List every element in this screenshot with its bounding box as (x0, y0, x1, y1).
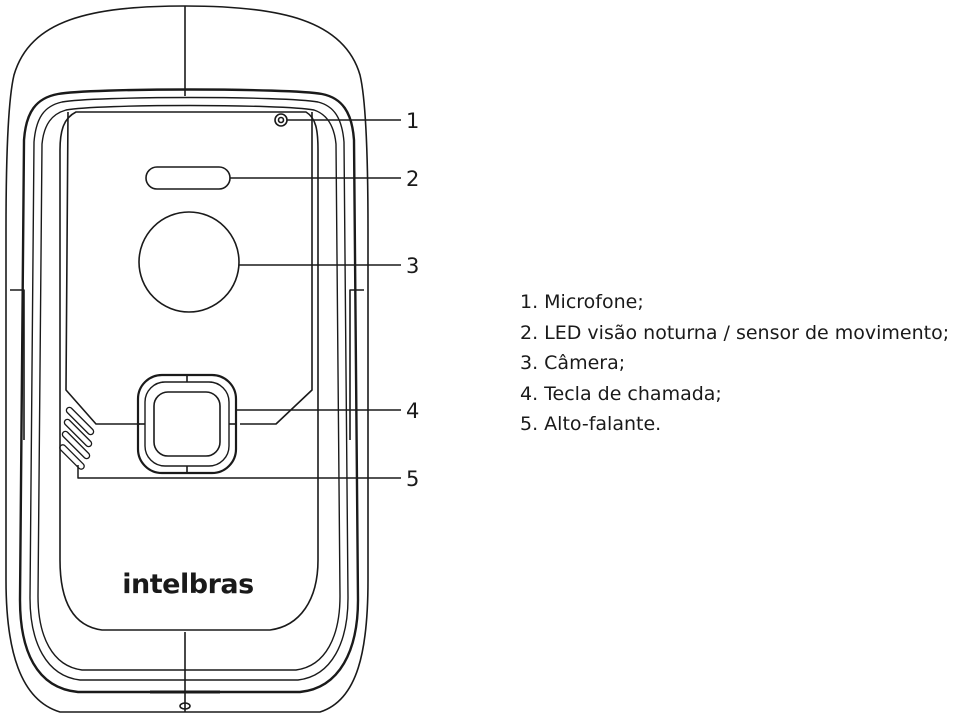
outer-housing (5, 5, 369, 713)
parts-legend: 1. Microfone; 2. LED visão noturna / sen… (520, 287, 949, 440)
brand-logo: intelbras (122, 569, 253, 600)
callout-2: 2 (406, 167, 419, 191)
camera-lens (138, 211, 240, 313)
speaker-grille (59, 406, 95, 470)
front-frame (18, 88, 360, 694)
callout-1: 1 (406, 109, 419, 133)
led-motion-sensor (145, 166, 231, 190)
legend-item-camera: 3. Câmera; (520, 352, 626, 374)
leader-lines (77, 119, 401, 479)
legend-item-call-button: 4. Tecla de chamada; (520, 382, 722, 405)
legend-item-microphone: 1. Microfone; (520, 291, 644, 313)
call-button-inner[interactable] (153, 391, 221, 457)
callout-5: 5 (406, 467, 419, 491)
legend-item-speaker: 5. Alto-falante. (520, 413, 662, 435)
call-button-outer[interactable] (136, 373, 238, 475)
callout-3: 3 (406, 254, 419, 278)
faceplate (59, 111, 319, 631)
microphone (274, 113, 288, 127)
legend-item-led-sensor: 2. LED visão noturna / sensor de movimen… (520, 321, 950, 344)
callout-4: 4 (406, 399, 419, 423)
screw-hole (179, 702, 191, 710)
